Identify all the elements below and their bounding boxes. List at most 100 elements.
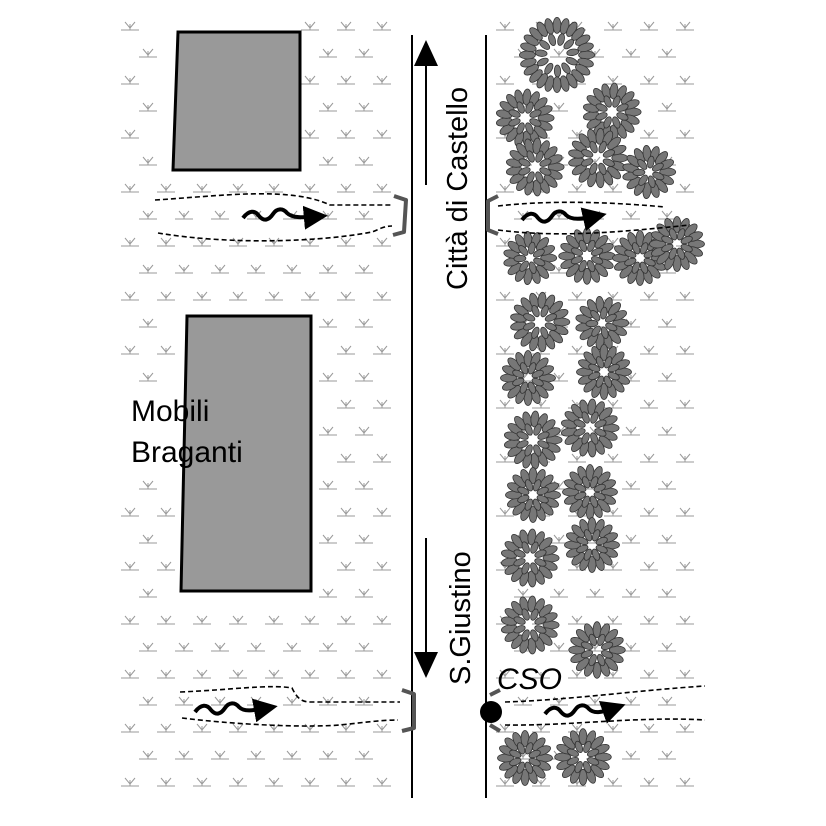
grass-tuft-icon <box>229 291 247 301</box>
grass-tuft-icon <box>496 561 514 571</box>
grass-tuft-icon <box>301 615 319 625</box>
grass-tuft-icon <box>229 183 247 193</box>
grass-tuft-icon <box>586 642 604 652</box>
grass-tuft-icon <box>568 723 586 733</box>
grass-tuft-icon <box>496 345 514 355</box>
grass-tuft-icon <box>157 237 175 247</box>
grass-tuft-icon <box>121 291 139 301</box>
grass-tuft-icon <box>355 210 373 220</box>
grass-tuft-icon <box>373 561 391 571</box>
grass-tuft-icon <box>355 480 373 490</box>
grass-tuft-icon <box>355 156 373 166</box>
grass-tuft-icon <box>658 696 676 706</box>
grass-tuft-icon <box>319 48 337 58</box>
grass-tuft-icon <box>496 453 514 463</box>
grass-tuft-icon <box>373 777 391 787</box>
grass-tuft-icon <box>676 183 694 193</box>
grass-tuft-icon <box>496 291 514 301</box>
grass-tuft-icon <box>568 183 586 193</box>
tree-canopy-icon <box>564 517 620 573</box>
grass-tuft-icon <box>301 723 319 733</box>
grass-tuft-icon <box>373 129 391 139</box>
grass-tuft-icon <box>514 750 532 760</box>
grass-tuft-icon <box>676 615 694 625</box>
grass-tuft-icon <box>604 291 622 301</box>
grass-tuft-icon <box>211 642 229 652</box>
grass-tuft-icon <box>373 21 391 31</box>
grass-tuft-icon <box>355 534 373 544</box>
grass-tuft-icon <box>658 480 676 490</box>
grass-tuft-icon <box>121 561 139 571</box>
grass-tuft-icon <box>283 750 301 760</box>
grass-tuft-icon <box>355 696 373 706</box>
grass-tuft-icon <box>283 642 301 652</box>
grass-tuft-icon <box>373 75 391 85</box>
grass-area-left <box>121 21 391 787</box>
tree-canopy-icon <box>510 291 571 353</box>
grass-tuft-icon <box>139 534 157 544</box>
grass-tuft-icon <box>622 372 640 382</box>
grass-tuft-icon <box>496 129 514 139</box>
tree-canopy-icon <box>500 350 556 406</box>
grass-tuft-icon <box>121 237 139 247</box>
grass-tuft-icon <box>550 372 568 382</box>
grass-tuft-icon <box>604 21 622 31</box>
grass-tuft-icon <box>604 75 622 85</box>
grass-tuft-icon <box>676 561 694 571</box>
grass-tuft-icon <box>139 480 157 490</box>
grass-tuft-icon <box>175 264 193 274</box>
grass-tuft-icon <box>355 102 373 112</box>
building-north <box>171 30 302 172</box>
grass-tuft-icon <box>550 210 568 220</box>
grass-tuft-icon <box>568 129 586 139</box>
grass-tuft-icon <box>157 507 175 517</box>
grass-tuft-icon <box>622 534 640 544</box>
grass-tuft-icon <box>676 723 694 733</box>
grass-tuft-icon <box>568 453 586 463</box>
road-label-south: S.Giustino <box>445 551 477 685</box>
grass-tuft-icon <box>373 507 391 517</box>
grass-tuft-icon <box>157 615 175 625</box>
grass-tuft-icon <box>265 183 283 193</box>
grass-tuft-icon <box>676 777 694 787</box>
grass-tuft-icon <box>532 399 550 409</box>
grass-tuft-icon <box>337 399 355 409</box>
grass-tuft-icon <box>247 750 265 760</box>
grass-tuft-icon <box>355 372 373 382</box>
grass-tuft-icon <box>658 426 676 436</box>
grass-tuft-icon <box>355 750 373 760</box>
grass-tuft-icon <box>550 102 568 112</box>
tree-canopy-icon <box>505 467 561 523</box>
grass-tuft-icon <box>550 480 568 490</box>
grass-tuft-icon <box>568 507 586 517</box>
grass-tuft-icon <box>337 237 355 247</box>
grass-tuft-icon <box>193 291 211 301</box>
grass-tuft-icon <box>337 507 355 517</box>
grass-tuft-icon <box>568 291 586 301</box>
grass-tuft-icon <box>301 291 319 301</box>
grass-tuft-icon <box>301 777 319 787</box>
grass-tuft-icon <box>139 318 157 328</box>
grass-tuft-icon <box>175 696 193 706</box>
grass-tuft-icon <box>337 345 355 355</box>
grass-tuft-icon <box>247 264 265 274</box>
tree-canopy-icon <box>562 464 618 520</box>
tree-row <box>496 16 705 786</box>
grass-tuft-icon <box>193 237 211 247</box>
grass-tuft-icon <box>496 21 514 31</box>
grass-tuft-icon <box>640 669 658 679</box>
grass-tuft-icon <box>373 453 391 463</box>
grass-tuft-icon <box>640 399 658 409</box>
grass-tuft-icon <box>319 156 337 166</box>
grass-tuft-icon <box>640 453 658 463</box>
grass-tuft-icon <box>373 183 391 193</box>
grass-tuft-icon <box>568 345 586 355</box>
grass-tuft-icon <box>532 669 550 679</box>
grass-tuft-icon <box>319 480 337 490</box>
grass-tuft-icon <box>139 750 157 760</box>
grass-tuft-icon <box>175 750 193 760</box>
grass-tuft-icon <box>604 399 622 409</box>
grass-tuft-icon <box>496 399 514 409</box>
grass-tuft-icon <box>373 615 391 625</box>
